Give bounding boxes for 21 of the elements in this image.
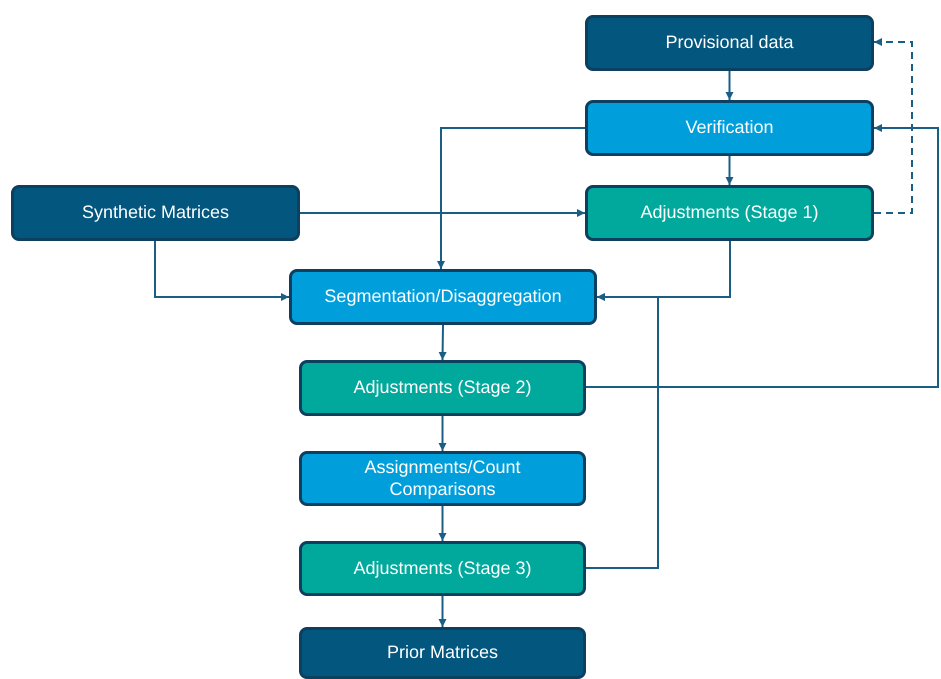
- adjustment-box: Adjustments (Stage 1): [585, 185, 874, 241]
- data-box: Prior Matrices: [299, 627, 586, 679]
- arrow: [154, 241, 289, 301]
- process-box: Segmentation/Disaggregation: [289, 269, 597, 325]
- arrow: [586, 293, 659, 569]
- arrow: [438, 506, 446, 541]
- data-box: Provisional data: [585, 15, 874, 71]
- dashed-arrow: [874, 38, 913, 214]
- arrow: [726, 156, 734, 185]
- arrow: [437, 127, 585, 269]
- process-box: Assignments/Count Comparisons: [299, 451, 586, 506]
- arrow: [438, 324, 447, 360]
- process-box: Verification: [585, 100, 874, 156]
- arrow: [586, 124, 939, 388]
- data-box: Synthetic Matrices: [11, 185, 300, 241]
- arrow: [300, 209, 585, 217]
- arrow: [438, 596, 446, 627]
- adjustment-box: Adjustments (Stage 3): [299, 541, 586, 596]
- arrow: [438, 416, 446, 451]
- adjustment-box: Adjustments (Stage 2): [299, 360, 586, 416]
- arrow: [726, 71, 734, 100]
